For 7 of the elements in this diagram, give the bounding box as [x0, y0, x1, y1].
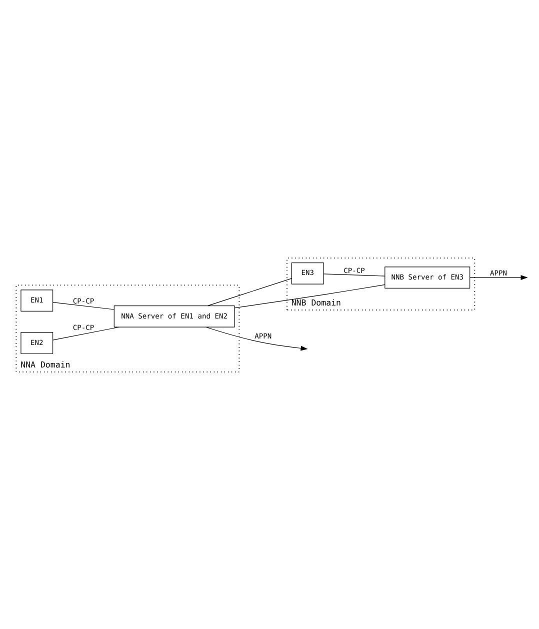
- connector: [52, 326, 120, 340]
- connector: [207, 278, 292, 306]
- connector: [52, 302, 114, 310]
- connector: [323, 273, 386, 276]
- arrow: [206, 326, 308, 350]
- arrow: [470, 274, 528, 280]
- connector: [234, 284, 386, 308]
